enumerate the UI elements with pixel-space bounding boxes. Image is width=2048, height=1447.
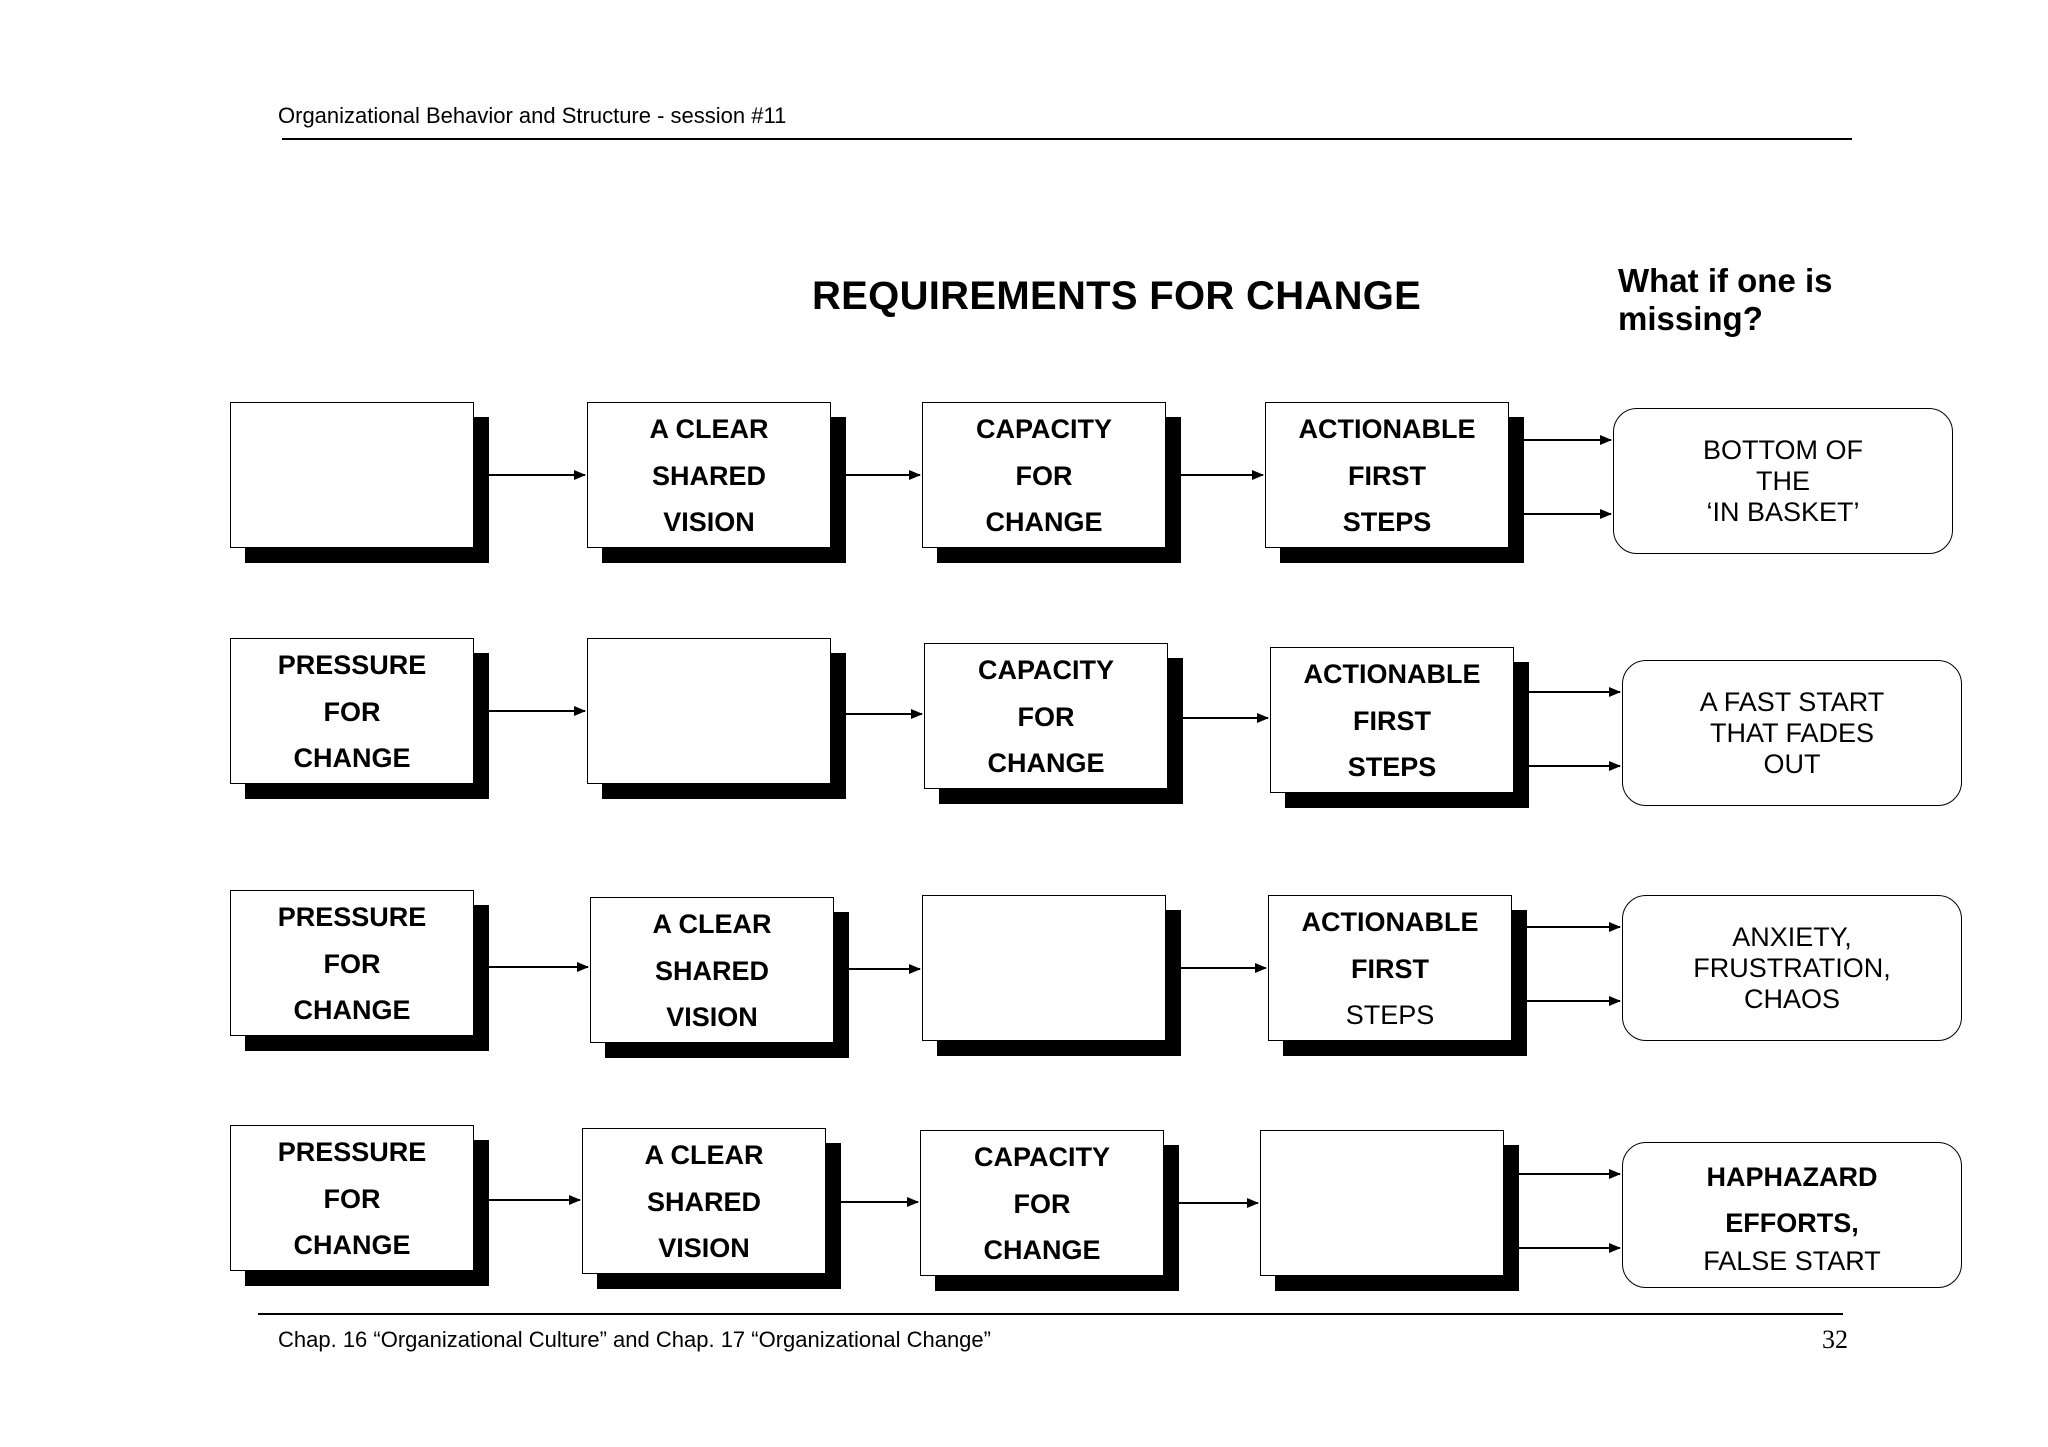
requirement-box: PRESSURE FOR CHANGE [230, 890, 474, 1036]
requirement-box-line: CHANGE [293, 1230, 411, 1260]
missing-requirement-box [922, 895, 1166, 1041]
requirement-box-line: STEPS [1345, 1000, 1435, 1030]
requirement-box-line: CAPACITY [975, 414, 1112, 444]
footer-divider [258, 1313, 1843, 1315]
page-header: Organizational Behavior and Structure - … [278, 103, 787, 128]
requirement-box-line: SHARED [646, 1186, 761, 1217]
requirement-box-line: PRESSURE [277, 902, 427, 932]
requirement-box-line: FOR [1013, 1188, 1071, 1219]
diagram-title: REQUIREMENTS FOR CHANGE [812, 274, 1422, 318]
requirement-box-line: FOR [323, 1183, 381, 1214]
requirement-box: A CLEAR SHARED VISION [582, 1128, 826, 1274]
requirement-box: PRESSURE FOR CHANGE [230, 638, 474, 784]
requirement-box-line: CAPACITY [973, 1142, 1110, 1172]
outcome-heading-line-2: missing? [1618, 300, 1763, 337]
requirement-box-line: ACTIONABLE [1303, 659, 1481, 689]
requirement-box: A CLEAR SHARED VISION [587, 402, 831, 548]
outcome-box-line: EFFORTS, [1725, 1207, 1859, 1238]
requirement-box: A CLEAR SHARED VISION [590, 897, 834, 1043]
outcome-box-line: A FAST START [1699, 686, 1885, 717]
page-number: 32 [1822, 1325, 1848, 1354]
requirement-box-line: PRESSURE [277, 1137, 427, 1167]
requirement-box-line: CHANGE [987, 748, 1105, 778]
requirement-box-line: SHARED [654, 955, 769, 986]
requirement-box: CAPACITY FOR CHANGE [922, 402, 1166, 548]
requirement-box-line: FOR [323, 948, 381, 979]
requirement-box-line: VISION [663, 507, 755, 537]
requirement-box-line: SHARED [651, 460, 766, 491]
requirement-box-line: FOR [1017, 701, 1075, 732]
outcome-box-line: BOTTOM OF [1703, 434, 1863, 465]
requirement-box-line: STEPS [1342, 507, 1432, 537]
outcome-box-line: FRUSTRATION, [1693, 952, 1891, 983]
outcome-box-line: FALSE START [1703, 1245, 1881, 1276]
requirement-box-line: VISION [666, 1002, 758, 1032]
requirement-box-line: A CLEAR [644, 1140, 764, 1170]
requirement-box-line: CHANGE [293, 743, 411, 773]
requirement-box-line: PRESSURE [277, 650, 427, 680]
outcome-box-line: ‘IN BASKET’ [1706, 496, 1860, 527]
requirement-box: ACTIONABLE FIRST STEPS [1270, 647, 1514, 793]
requirement-box-line: VISION [658, 1233, 750, 1263]
requirement-box: CAPACITY FOR CHANGE [924, 643, 1168, 789]
outcome-box: HAPHAZARD EFFORTS, FALSE START [1622, 1142, 1962, 1288]
requirement-box: CAPACITY FOR CHANGE [920, 1130, 1164, 1276]
requirement-box-line: CAPACITY [977, 655, 1114, 685]
missing-requirement-box [230, 402, 474, 548]
requirement-box-line: CHANGE [983, 1235, 1101, 1265]
outcome-box-line: THE [1756, 465, 1810, 496]
requirement-box-line: CHANGE [985, 507, 1103, 537]
requirement-box-line: FOR [323, 696, 381, 727]
requirement-box-line: FOR [1015, 460, 1073, 491]
requirement-box-line: ACTIONABLE [1301, 907, 1479, 937]
requirement-box-line: FIRST [1351, 953, 1429, 984]
requirement-box-line: CHANGE [293, 995, 411, 1025]
outcome-box-line: THAT FADES [1709, 717, 1875, 748]
outcome-box-line: ANXIETY, [1732, 921, 1852, 952]
outcome-box-line: CHAOS [1743, 983, 1841, 1014]
requirement-box-line: ACTIONABLE [1298, 414, 1476, 444]
requirement-box-line: A CLEAR [652, 909, 772, 939]
requirement-box-line: FIRST [1353, 705, 1431, 736]
missing-requirement-box [587, 638, 831, 784]
outcome-column-heading: What if one is missing? [1618, 262, 1878, 338]
requirement-box: ACTIONABLE FIRST STEPS [1268, 895, 1512, 1041]
requirement-box-line: FIRST [1348, 460, 1426, 491]
outcome-box-line: HAPHAZARD [1706, 1161, 1878, 1192]
requirement-box: ACTIONABLE FIRST STEPS [1265, 402, 1509, 548]
header-divider [282, 138, 1852, 140]
outcome-heading-line-1: What if one is [1618, 262, 1833, 299]
outcome-box-line: OUT [1763, 748, 1821, 779]
requirement-box-line: STEPS [1347, 752, 1437, 782]
requirement-box: PRESSURE FOR CHANGE [230, 1125, 474, 1271]
missing-requirement-box [1260, 1130, 1504, 1276]
page-footer: Chap. 16 “Organizational Culture” and Ch… [278, 1327, 991, 1352]
outcome-box: ANXIETY,FRUSTRATION,CHAOS [1622, 895, 1962, 1041]
requirement-box-line: A CLEAR [649, 414, 769, 444]
